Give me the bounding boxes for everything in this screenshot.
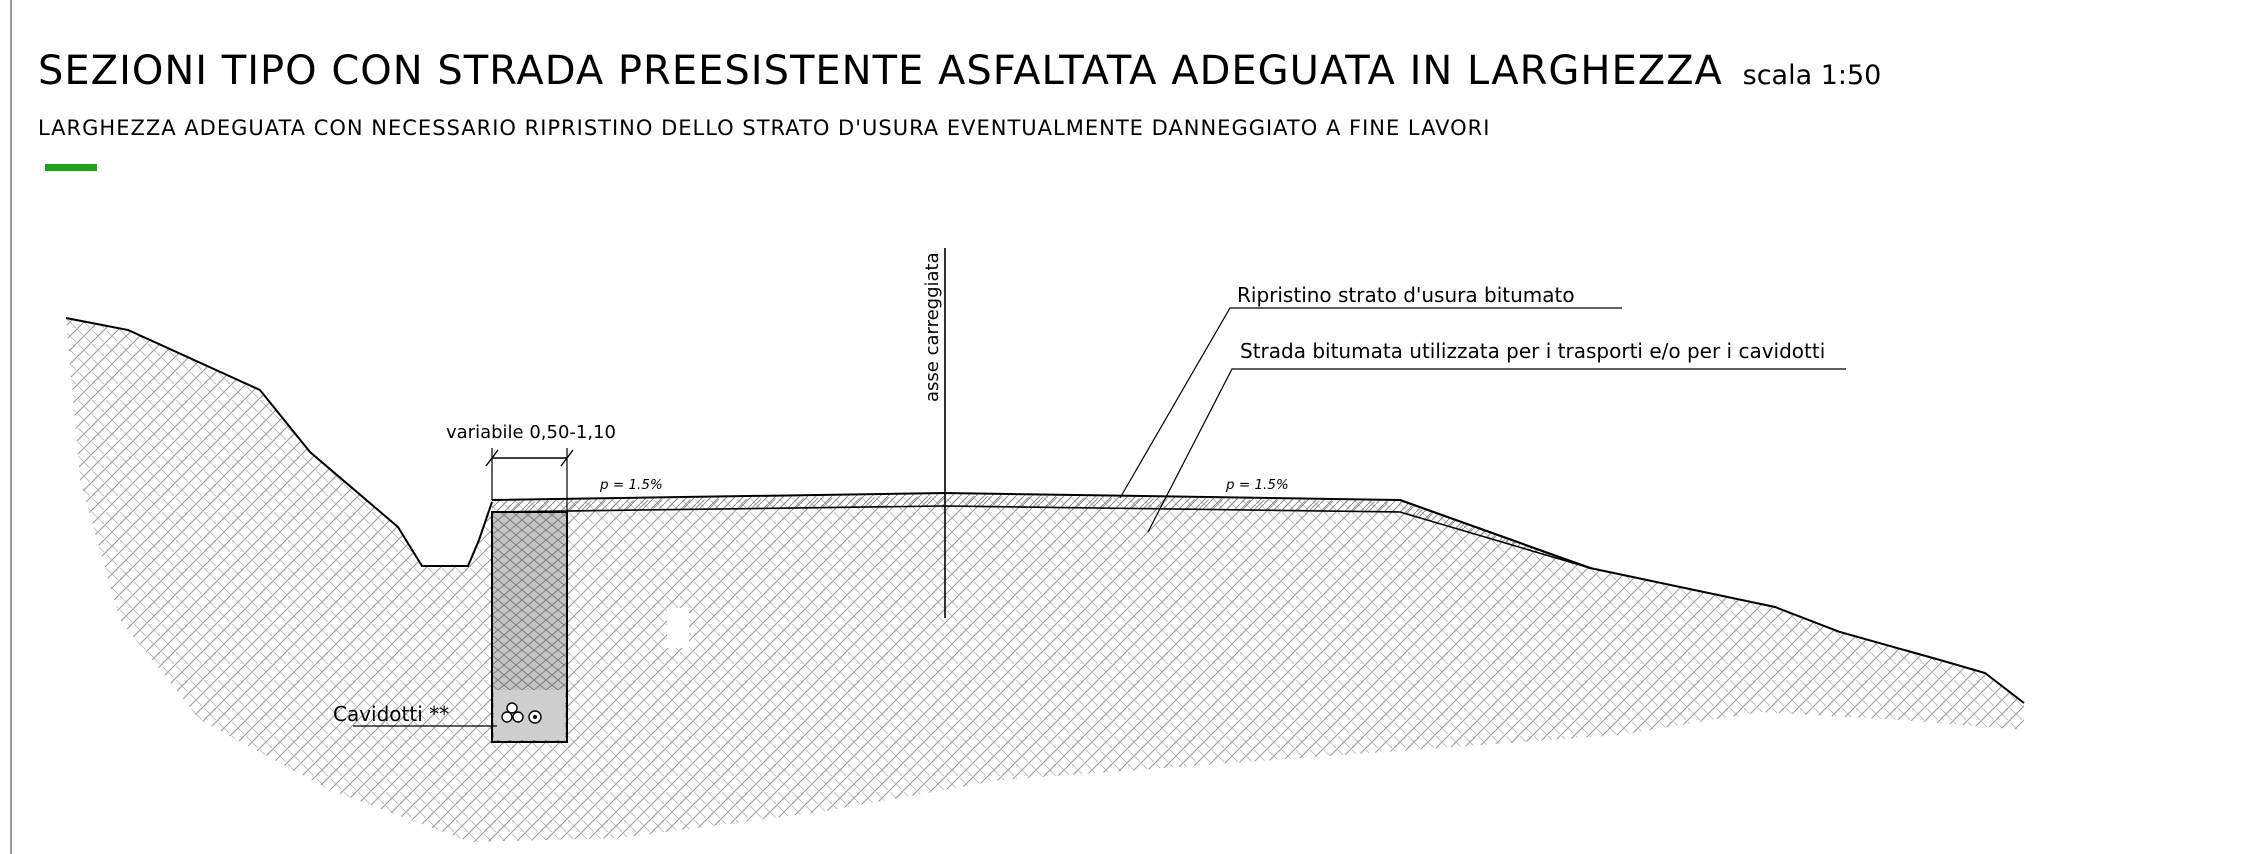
leader-road <box>1147 368 1846 533</box>
sheet-border-left <box>10 0 12 854</box>
duct-icon <box>512 711 524 723</box>
duct-icon <box>533 715 537 719</box>
callout-wearing-layer: Ripristino strato d'usura bitumato <box>1237 283 1575 307</box>
width-dimension <box>485 448 574 512</box>
duct-icon <box>501 711 513 723</box>
axis-label: asse carreggiata <box>922 252 943 402</box>
dimension-label: variabile 0,50-1,10 <box>446 422 616 443</box>
soil-body <box>66 318 2024 842</box>
accent-bar <box>45 164 97 171</box>
scale-label: scala 1:50 <box>1742 60 1882 91</box>
section-title: SEZIONI TIPO CON STRADA PREESISTENTE ASF… <box>38 48 1881 94</box>
cable-ducts <box>501 702 542 724</box>
ground-profile-line <box>65 317 493 567</box>
section-subtitle: LARGHEZZA ADEGUATA CON NECESSARIO RIPRIS… <box>38 116 1491 140</box>
slope-label-right: p = 1.5% <box>1225 477 1289 493</box>
title-text: SEZIONI TIPO CON STRADA PREESISTENTE ASF… <box>38 48 1723 94</box>
road-top-line <box>491 491 1591 569</box>
duct-icon <box>506 702 518 714</box>
callout-road: Strada bitumata utilizzata per i traspor… <box>1240 339 1825 363</box>
asphalt-wearing-layer <box>492 493 1590 568</box>
blank-label-area <box>667 608 689 648</box>
leader-wearing-layer <box>1119 307 1622 499</box>
callout-ducts: Cavidotti ** <box>333 702 449 726</box>
road-base-line <box>491 505 1591 569</box>
slope-label-left: p = 1.5% <box>599 477 663 493</box>
